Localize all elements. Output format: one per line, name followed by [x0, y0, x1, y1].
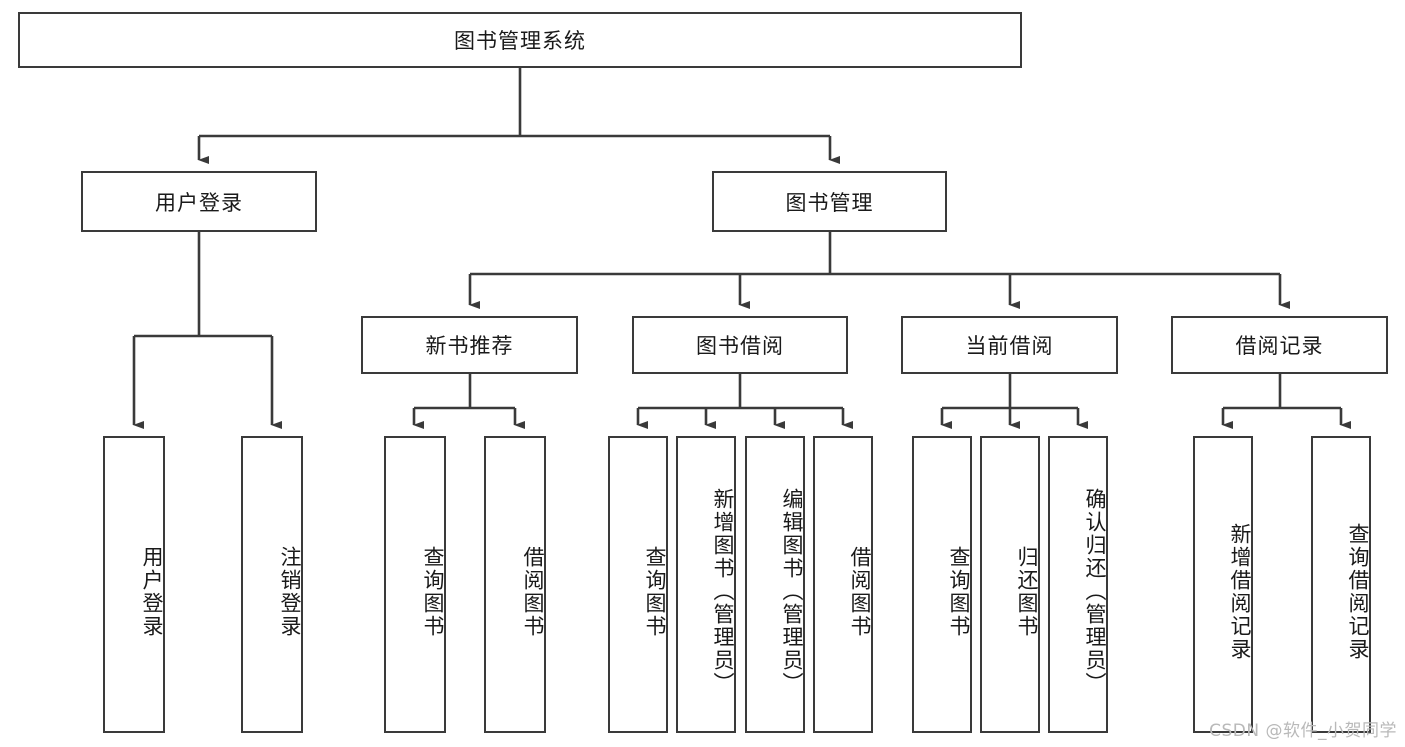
node-label: 用户登录	[155, 190, 243, 215]
leaf-borrow-add-book-admin[interactable]: 新增图书（管理员）	[676, 436, 736, 733]
leaf-borrow-edit-book-admin[interactable]: 编辑图书（管理员）	[745, 436, 805, 733]
leaf-current-return-book[interactable]: 归还图书	[980, 436, 1040, 733]
node-label: 查询借阅记录	[1346, 522, 1370, 661]
node-label: 图书管理	[785, 190, 874, 215]
node-root-system[interactable]: 图书管理系统	[18, 12, 1022, 68]
node-current-borrow[interactable]: 当前借阅	[901, 316, 1118, 374]
leaf-borrow-query-book[interactable]: 查询图书	[608, 436, 668, 733]
node-label: 查询图书	[643, 545, 667, 638]
node-label: 借阅记录	[1235, 334, 1324, 358]
watermark-text: CSDN @软件_小贺同学	[1209, 721, 1397, 741]
node-label: 归还图书	[1015, 545, 1039, 638]
node-user-login[interactable]: 用户登录	[81, 171, 317, 232]
node-label: 注销登录	[278, 545, 302, 638]
leaf-recommend-query-book[interactable]: 查询图书	[384, 436, 446, 733]
node-label: 借阅图书	[521, 545, 545, 638]
node-label: 查询图书	[421, 545, 445, 638]
node-label: 新书推荐	[425, 334, 514, 358]
node-label: 编辑图书（管理员）	[780, 488, 804, 695]
node-new-book-recommend[interactable]: 新书推荐	[361, 316, 578, 374]
leaf-recommend-borrow-book[interactable]: 借阅图书	[484, 436, 546, 733]
leaf-user-login-logout[interactable]: 注销登录	[241, 436, 303, 733]
node-label: 图书管理系统	[454, 29, 586, 53]
node-label: 借阅图书	[848, 545, 872, 638]
leaf-borrow-borrow-book[interactable]: 借阅图书	[813, 436, 873, 733]
node-book-management[interactable]: 图书管理	[712, 171, 947, 232]
leaf-record-query-record[interactable]: 查询借阅记录	[1311, 436, 1371, 733]
node-book-borrow[interactable]: 图书借阅	[632, 316, 848, 374]
node-borrow-record[interactable]: 借阅记录	[1171, 316, 1388, 374]
node-label: 新增图书（管理员）	[711, 488, 735, 695]
node-label: 用户登录	[140, 545, 164, 638]
node-label: 图书借阅	[696, 334, 784, 358]
leaf-user-login-login[interactable]: 用户登录	[103, 436, 165, 733]
leaf-record-add-record[interactable]: 新增借阅记录	[1193, 436, 1253, 733]
node-label: 确认归还（管理员）	[1083, 488, 1107, 695]
node-label: 新增借阅记录	[1228, 522, 1252, 661]
leaf-current-confirm-return-admin[interactable]: 确认归还（管理员）	[1048, 436, 1108, 733]
node-label: 当前借阅	[965, 334, 1054, 358]
leaf-current-query-book[interactable]: 查询图书	[912, 436, 972, 733]
node-label: 查询图书	[947, 545, 971, 638]
